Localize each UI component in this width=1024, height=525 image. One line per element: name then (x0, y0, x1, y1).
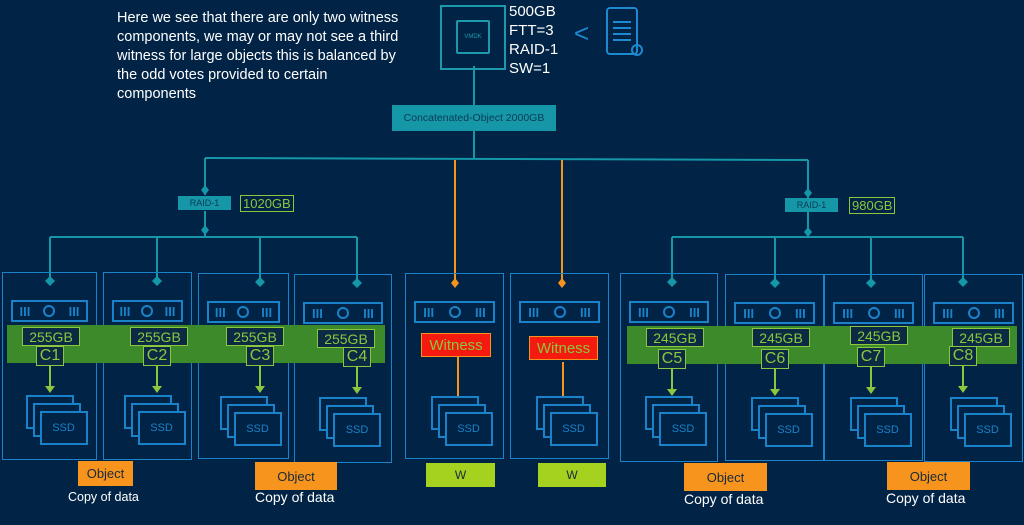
ssd-icon: SSD (659, 412, 707, 446)
component-size: 255GB (317, 329, 375, 348)
host-3 (198, 273, 289, 459)
raid-left-label: RAID-1 (178, 196, 231, 210)
green-arrow-icon (152, 366, 162, 394)
host-7 (620, 273, 718, 462)
component-size: 245GB (850, 326, 908, 345)
component-3: C3 (246, 346, 274, 366)
vmdk-specs: 500GB FTT=3 RAID-1 SW=1 (509, 3, 559, 77)
vm-box (440, 5, 506, 70)
host-5 (405, 273, 504, 459)
copy-caption-1: Copy of data (68, 490, 139, 504)
component-6: C6 (761, 349, 789, 369)
component-7: C7 (857, 347, 885, 367)
host-4 (294, 274, 392, 463)
ssd-icon: SSD (233, 412, 282, 446)
component-8: C8 (949, 346, 977, 366)
raid-right-size: 980GB (849, 197, 896, 214)
ssd-icon: SSD (137, 411, 186, 445)
ssd-icon: SSD (333, 413, 381, 447)
green-arrow-icon (958, 366, 968, 394)
storage-policy-icon (606, 7, 643, 56)
component-4: C4 (343, 347, 371, 367)
copy-caption-3: Copy of data (684, 491, 764, 507)
witness-component-2: Witness (529, 336, 598, 360)
green-arrow-icon (667, 369, 677, 397)
ssd-icon: SSD (764, 413, 813, 447)
witness-component-1: Witness (421, 333, 491, 357)
raid-right-label: RAID-1 (785, 198, 838, 212)
component-5: C5 (658, 349, 686, 369)
ssd-icon: SSD (444, 412, 493, 446)
ssd-icon: SSD (863, 413, 912, 447)
ssd-icon: SSD (39, 411, 88, 445)
object-box-2: Object (255, 462, 337, 490)
component-size: 255GB (22, 327, 80, 346)
component-size: 245GB (646, 328, 704, 347)
ssd-icon: SSD (549, 412, 598, 446)
chevron-left-icon[interactable]: < (574, 18, 590, 48)
host-6 (510, 273, 609, 459)
host-9 (824, 274, 923, 461)
green-arrow-icon (255, 366, 265, 394)
host-2 (103, 272, 192, 460)
witness-tag-1: W (426, 463, 495, 487)
green-arrow-icon (352, 367, 362, 395)
concatenated-object: Concatenated-Object 2000GB (392, 105, 556, 131)
object-box-3: Object (684, 463, 767, 491)
host-1 (2, 272, 97, 460)
object-box-1: Object (78, 461, 133, 486)
host-10 (924, 274, 1023, 462)
component-size: 255GB (226, 327, 284, 346)
copy-caption-4: Copy of data (886, 490, 966, 506)
witness-tag-2: W (538, 463, 606, 487)
component-size: 255GB (130, 327, 188, 346)
vmdk-icon: VMDK (456, 20, 490, 54)
green-arrow-icon (770, 369, 780, 397)
host-8 (725, 274, 824, 461)
copy-caption-2: Copy of data (255, 489, 335, 505)
ssd-icon: SSD (963, 413, 1012, 447)
raid-left-size: 1020GB (240, 195, 294, 212)
component-2: C2 (143, 346, 171, 366)
component-size: 245GB (952, 328, 1010, 347)
object-box-4: Object (887, 462, 970, 490)
component-size: 245GB (752, 328, 810, 347)
description-note: Here we see that there are only two witn… (117, 10, 399, 102)
component-1: C1 (36, 346, 64, 366)
green-arrow-icon (45, 366, 55, 394)
green-arrow-icon (866, 367, 876, 395)
